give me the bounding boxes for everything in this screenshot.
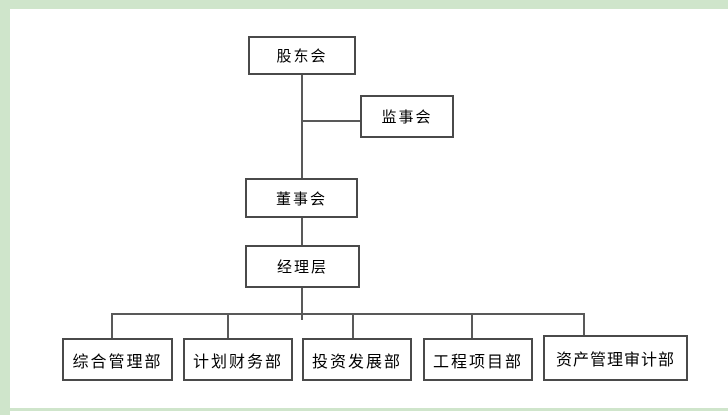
connector-drop-dept-0 xyxy=(111,313,113,338)
node-supervisory-board: 监事会 xyxy=(360,95,454,138)
node-dept-label: 资产管理审计部 xyxy=(555,350,675,369)
frame-border-top xyxy=(0,0,728,9)
connector-supervisory xyxy=(303,120,360,122)
node-dept-general-management: 综合管理部 xyxy=(62,338,173,381)
connector-shareholders-directors xyxy=(301,75,303,178)
connector-drop-dept-3 xyxy=(471,313,473,338)
node-board-of-directors: 董事会 xyxy=(245,178,358,218)
frame-border-left xyxy=(0,0,10,415)
frame-border-bottom xyxy=(0,408,728,411)
connector-management-bus xyxy=(301,288,303,320)
node-shareholders-label: 股东会 xyxy=(276,47,328,65)
node-board-of-directors-label: 董事会 xyxy=(275,189,327,208)
node-dept-label: 计划财务部 xyxy=(192,351,283,371)
node-dept-asset-management-audit: 资产管理审计部 xyxy=(543,335,688,381)
node-dept-label: 综合管理部 xyxy=(72,351,163,371)
connector-drop-dept-4 xyxy=(583,313,585,335)
node-shareholders: 股东会 xyxy=(248,36,356,75)
node-dept-engineering-projects: 工程项目部 xyxy=(423,338,533,381)
connector-distribution-bus xyxy=(111,313,585,315)
node-dept-label: 投资发展部 xyxy=(311,351,402,371)
node-dept-planning-finance: 计划财务部 xyxy=(183,338,293,381)
node-management-layer-label: 经理层 xyxy=(276,258,328,276)
node-dept-label: 工程项目部 xyxy=(432,351,523,371)
node-management-layer: 经理层 xyxy=(245,245,360,288)
connector-drop-dept-1 xyxy=(227,313,229,338)
node-supervisory-board-label: 监事会 xyxy=(381,108,433,126)
node-dept-investment-development: 投资发展部 xyxy=(302,338,412,381)
connector-directors-management xyxy=(301,218,303,245)
connector-drop-dept-2 xyxy=(352,313,354,338)
